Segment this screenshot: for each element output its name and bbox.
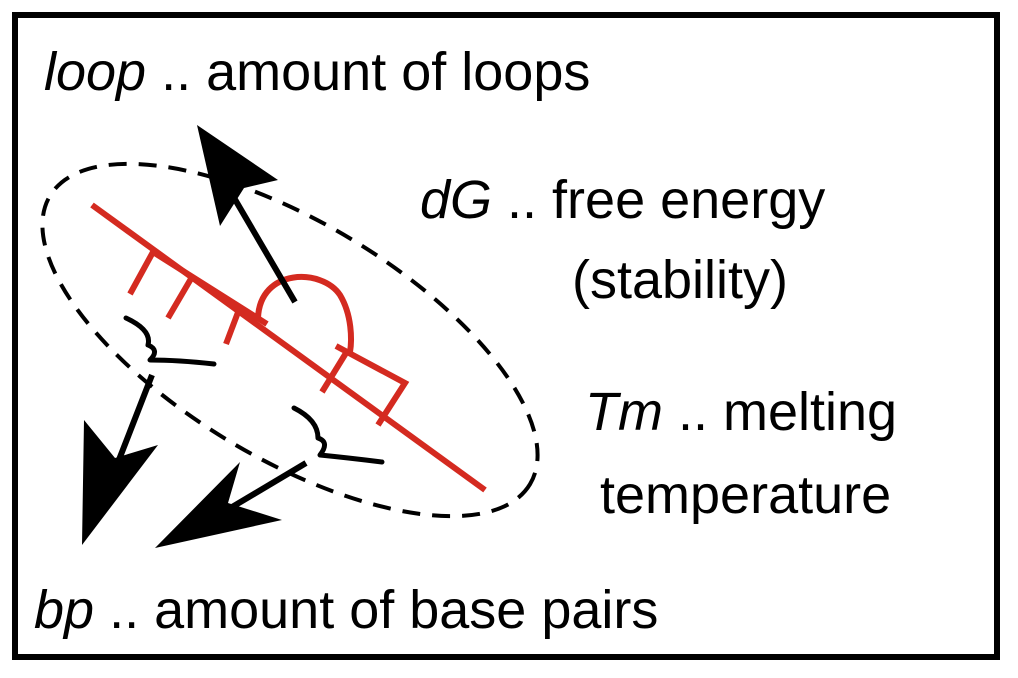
rna-hairpin-structure-icon (90, 202, 487, 493)
bp-left-arrow-head (82, 420, 158, 545)
loop-arrow-shaft (230, 194, 298, 304)
figure-frame (12, 12, 1000, 660)
left-stem-outline (127, 247, 269, 327)
right-stem-outline (334, 343, 410, 427)
bp-right-arrow-shaft (220, 460, 308, 516)
loop-term: loop (44, 42, 147, 102)
left-base-pair-brace (123, 315, 217, 367)
dg-description-line2: (stability) (571, 250, 789, 310)
bp-term: bp (34, 580, 95, 640)
loop-arrow-head (197, 125, 278, 226)
curly-brace-icon (123, 315, 385, 465)
right-stem-rung (319, 351, 349, 394)
tm-label: Tm .. melting (585, 382, 897, 442)
left-stem-rung (223, 305, 243, 346)
dg-description: .. free energy (492, 170, 826, 230)
tm-description: .. melting (662, 382, 898, 442)
left-stem-rung (165, 275, 195, 320)
dashed-ellipse-icon (40, 161, 540, 519)
dg-term: dG (420, 170, 493, 230)
right-base-pair-brace (291, 405, 385, 465)
tm-description-line2: temperature (600, 465, 892, 525)
bp-right-arrow-head (155, 462, 282, 548)
tm-term: Tm (585, 382, 663, 442)
loop-label: loop .. amount of loops (44, 42, 590, 102)
dg-label: dG .. free energy (420, 170, 825, 230)
hairpin-loop (255, 274, 354, 353)
arrow-icon (82, 125, 308, 548)
bp-description: .. amount of base pairs (94, 580, 659, 640)
bp-label: bp .. amount of base pairs (34, 580, 658, 640)
loop-description: .. amount of loops (146, 42, 591, 102)
bp-left-arrow-shaft (112, 373, 155, 472)
